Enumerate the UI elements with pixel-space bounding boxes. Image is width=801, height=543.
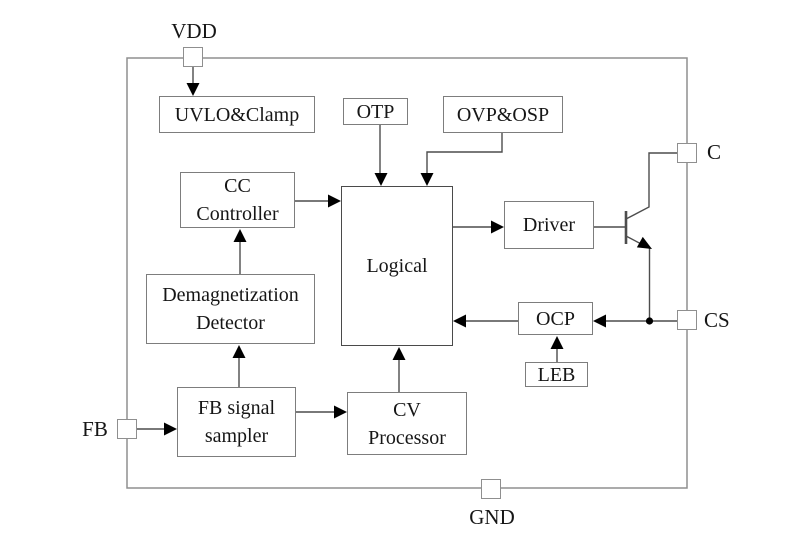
block-demagnetization-detector: Demagnetization Detector [146,274,315,344]
pin-label-vdd: VDD [171,19,217,43]
pin-label-gnd: GND [469,505,515,529]
junction-dot [645,317,654,325]
pin-gnd [481,479,501,499]
block-cc-controller: CC Controller [180,172,295,228]
block-leb: LEB [525,362,588,387]
block-logical: Logical [341,186,453,346]
pin-vdd [183,47,203,67]
block-ocp: OCP [518,302,593,335]
emitter-arrow-icon [636,236,652,249]
block-cv-processor: CV Processor [347,392,467,455]
block-otp: OTP [343,98,408,125]
pin-label-c: C [707,140,722,164]
transistor [624,152,677,325]
pin-label-cs: CS [704,308,730,332]
pin-c [677,143,697,163]
block-uvlo-clamp: UVLO&Clamp [159,96,315,133]
arrowheads [164,83,606,436]
block-fb-signal-sampler: FB signal sampler [177,387,296,457]
block-ovp-osp: OVP&OSP [443,96,563,133]
block-driver: Driver [504,201,594,249]
pin-fb [117,419,137,439]
pin-label-fb: FB [82,417,108,441]
chip-outline [126,57,688,489]
pin-cs [677,310,697,330]
